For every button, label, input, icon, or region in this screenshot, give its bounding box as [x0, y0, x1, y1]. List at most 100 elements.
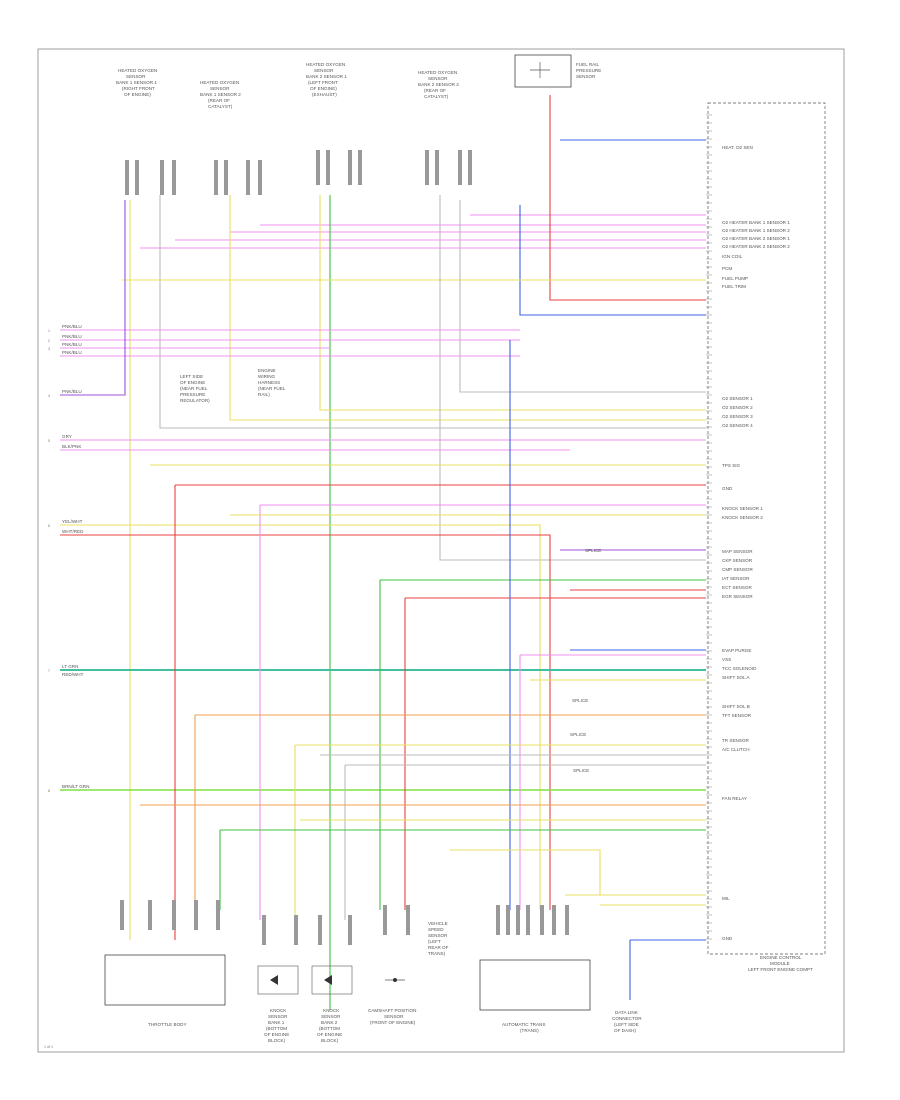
component-label: TRANS) — [428, 951, 446, 956]
ecm-pin-label: O2 HEATER BANK 2 SENSOR 2 — [722, 244, 790, 249]
pin-number: 5 — [48, 439, 50, 443]
data-link-connector: DATA LINK CONNECTOR (LEFT SIDE OF DASH) — [612, 1010, 642, 1033]
splice-label: WIRING — [258, 374, 276, 379]
top-component-4: HEATED OXYGEN SENSOR BANK 2 SENSOR 2 (RE… — [418, 70, 459, 99]
throttle-body-box — [104, 954, 226, 1006]
component-label: (EXHAUST) — [312, 92, 337, 97]
component-label: SENSOR — [428, 933, 448, 938]
pin-number: 1 — [48, 329, 50, 333]
component-label: SENSOR — [210, 86, 230, 91]
component-label: (BOTTOM — [319, 1026, 340, 1031]
fuel-sensor-label: FUEL RAIL — [576, 62, 600, 67]
top-connectors — [125, 150, 472, 195]
component-label: (LEFT — [428, 939, 441, 944]
component-label: BANK 1 SENSOR 1 — [116, 80, 157, 85]
component-label: BANK 1 — [268, 1020, 285, 1025]
ecm-pin-label: O2 HEATER BANK 1 SENSOR 1 — [722, 220, 790, 225]
ecm-pin-label: TCC SOLENOID — [722, 666, 757, 671]
wire-label: PNK/BLU — [62, 324, 82, 329]
component-label: KNOCK — [323, 1008, 340, 1013]
component-label: BLOCK) — [268, 1038, 286, 1043]
component-label: (LEFT FRONT — [308, 80, 338, 85]
ecm-pin-label: TFT SENSOR — [722, 713, 752, 718]
wire-label: LT GRN — [62, 664, 78, 669]
ecm-pin-label: O2 HEATER BANK 2 SENSOR 1 — [722, 236, 790, 241]
ecm-pin-label: O2 SENSOR 1 — [722, 396, 753, 401]
component-label: SPEED — [428, 927, 444, 932]
ecm-pin-label: O2 SENSOR 2 — [722, 405, 753, 410]
component-label: SENSOR — [428, 76, 448, 81]
left-pin-numbers: 1 2 3 4 5 6 7 8 — [48, 329, 50, 793]
bottom-connectors — [120, 900, 569, 945]
wire-label: PNK/BLU — [62, 334, 82, 339]
component-label: BANK 2 SENSOR 2 — [418, 82, 459, 87]
wire-label: WHT/RED — [62, 529, 84, 534]
component-label: VEHICLE — [428, 921, 448, 926]
ecm-pin-label: GND — [722, 936, 733, 941]
ecm-pin-label: TR SENSOR — [722, 738, 749, 743]
ecm-pin-label: PCM — [722, 266, 732, 271]
vss-note: VEHICLE SPEED SENSOR (LEFT REAR OF TRANS… — [428, 921, 449, 956]
pin-number: 3 — [48, 347, 50, 351]
component-label: CATALYST) — [208, 104, 233, 109]
ecm-name-line: ENGINE CONTROL — [760, 955, 802, 960]
component-label: (LEFT SIDE — [614, 1022, 639, 1027]
pin-number: 7 — [48, 669, 50, 673]
splice-label: PRESSURE — [180, 392, 205, 397]
ecm-pin-label: SHIFT SOL A — [722, 675, 751, 680]
ecm-pin-label: KNOCK SENSOR 2 — [722, 515, 763, 520]
mid-label: SPLICE — [573, 768, 589, 773]
ecm-name-line: MODULE — [770, 961, 790, 966]
component-label: (BOTTOM — [266, 1026, 287, 1031]
component-label: OF DASH) — [614, 1028, 636, 1033]
page-number: 1 of 1 — [44, 1045, 53, 1049]
component-label: SENSOR — [126, 74, 146, 79]
pin-number: 2 — [48, 339, 50, 343]
top-component-2: HEATED OXYGEN SENSOR BANK 1 SENSOR 2 (RE… — [200, 80, 241, 109]
component-label: BANK 1 SENSOR 2 — [200, 92, 241, 97]
wire-label: PNK/BLU — [62, 342, 82, 347]
ecm-pin-label: ECT SENSOR — [722, 585, 752, 590]
ecm-pin-label: CKP SENSOR — [722, 558, 753, 563]
wire-label: PNK/BLU — [62, 389, 82, 394]
ecm-pin-label: O2 SENSOR 4 — [722, 423, 753, 428]
ecm-pin-label: VSS — [722, 657, 731, 662]
left-labels: PNK/BLU PNK/BLU PNK/BLU PNK/BLU PNK/BLU … — [62, 324, 89, 789]
ecm-pin-label: CMP SENSOR — [722, 567, 753, 572]
ecm-name-line: LEFT FRONT ENGINE COMPT — [748, 967, 813, 972]
ecm-pin-label: O2 SENSOR 3 — [722, 414, 753, 419]
diagram-frame — [37, 48, 845, 1053]
ecm-pin-label: TPS SIG — [722, 463, 741, 468]
wire-label: RED/WHT — [62, 672, 84, 677]
mid-label: SPLICE — [572, 698, 588, 703]
ecm-pin-label: SHIFT SOL B — [722, 704, 750, 709]
fuel-sensor-symbol — [530, 62, 550, 78]
mid-labels: SPLICE SPLICE SPLICE SPLICE — [570, 548, 601, 773]
ecm-pin-label: FAN RELAY — [722, 796, 747, 801]
wire-label: BRN/LT GRN — [62, 784, 89, 789]
splice-label: ENGINE — [258, 368, 276, 373]
component-label: OF ENGINE — [264, 1032, 289, 1037]
wires — [60, 95, 706, 1010]
component-label: REAR OF — [428, 945, 449, 950]
top-component-1: HEATED OXYGEN SENSOR BANK 1 SENSOR 1 (RI… — [116, 68, 157, 97]
fuel-sensor-label: SENSOR — [576, 74, 596, 79]
component-label: KNOCK — [270, 1008, 287, 1013]
camshaft-sensor: CAMSHAFT POSITION SENSOR (FRONT OF ENGIN… — [368, 978, 416, 1025]
wire-label: BLK/PNK — [62, 444, 82, 449]
ecm-pin-label: EGR SENSOR — [722, 594, 753, 599]
component-label: HEATED OXYGEN — [118, 68, 157, 73]
wire-label: GRY — [62, 434, 72, 439]
ecm-pin-label: GND — [722, 486, 733, 491]
ecm-pin-label: FUEL PUMP — [722, 276, 748, 281]
component-label: HEATED OXYGEN — [306, 62, 345, 67]
component-label: BANK 2 — [321, 1020, 338, 1025]
splice-label: (NEAR FUEL — [180, 386, 208, 391]
component-label: SENSOR — [314, 68, 334, 73]
wire-label: YEL/WHT — [62, 519, 83, 524]
component-label: AUTOMATIC TRANS — [502, 1022, 545, 1027]
left-splice-note: LEFT SIDE OF ENGINE (NEAR FUEL PRESSURE … — [180, 374, 210, 403]
auto-trans: AUTOMATIC TRANS (TRANS) — [479, 959, 591, 1033]
mid-label: SPLICE — [585, 548, 601, 553]
